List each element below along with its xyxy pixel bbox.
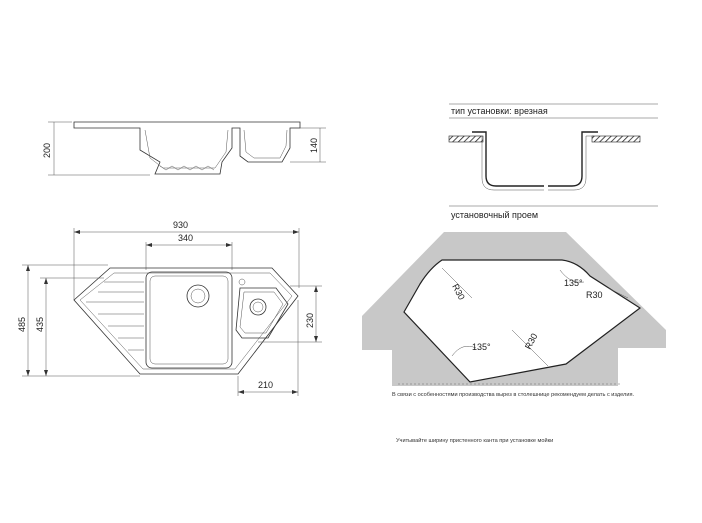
dim-side-bowl-depth: 140: [309, 138, 319, 153]
dim-bowl-width: 340: [178, 233, 193, 243]
dim-side-height: 200: [42, 143, 52, 158]
dim-overall-width: 930: [173, 220, 188, 230]
dim-overall-depth: 485: [17, 317, 27, 332]
angle-label-2: 135°: [472, 342, 491, 352]
side-view: 200 140: [42, 121, 326, 176]
dim-small-bowl-width: 210: [258, 380, 273, 390]
plan-view: 930 340: [17, 220, 322, 396]
radius-label-2: R30: [586, 290, 603, 300]
edge-note: Учитывайте ширину пристенного канта при …: [396, 437, 553, 444]
install-type-label: тип установки: врезная: [451, 106, 548, 116]
cutout-note: В связи с особенностями производства выр…: [392, 392, 634, 398]
install-type-section: тип установки: врезная установочный прое…: [448, 103, 658, 220]
drainer-grooves: [86, 281, 144, 351]
angle-label-1: 135°: [564, 278, 583, 288]
cutout-template: R30 R30 R30 135° 135°: [362, 232, 666, 386]
dim-small-bowl-depth: 230: [305, 313, 315, 328]
install-cutout-label: установочный проем: [451, 210, 538, 220]
dim-inner-depth: 435: [35, 317, 45, 332]
